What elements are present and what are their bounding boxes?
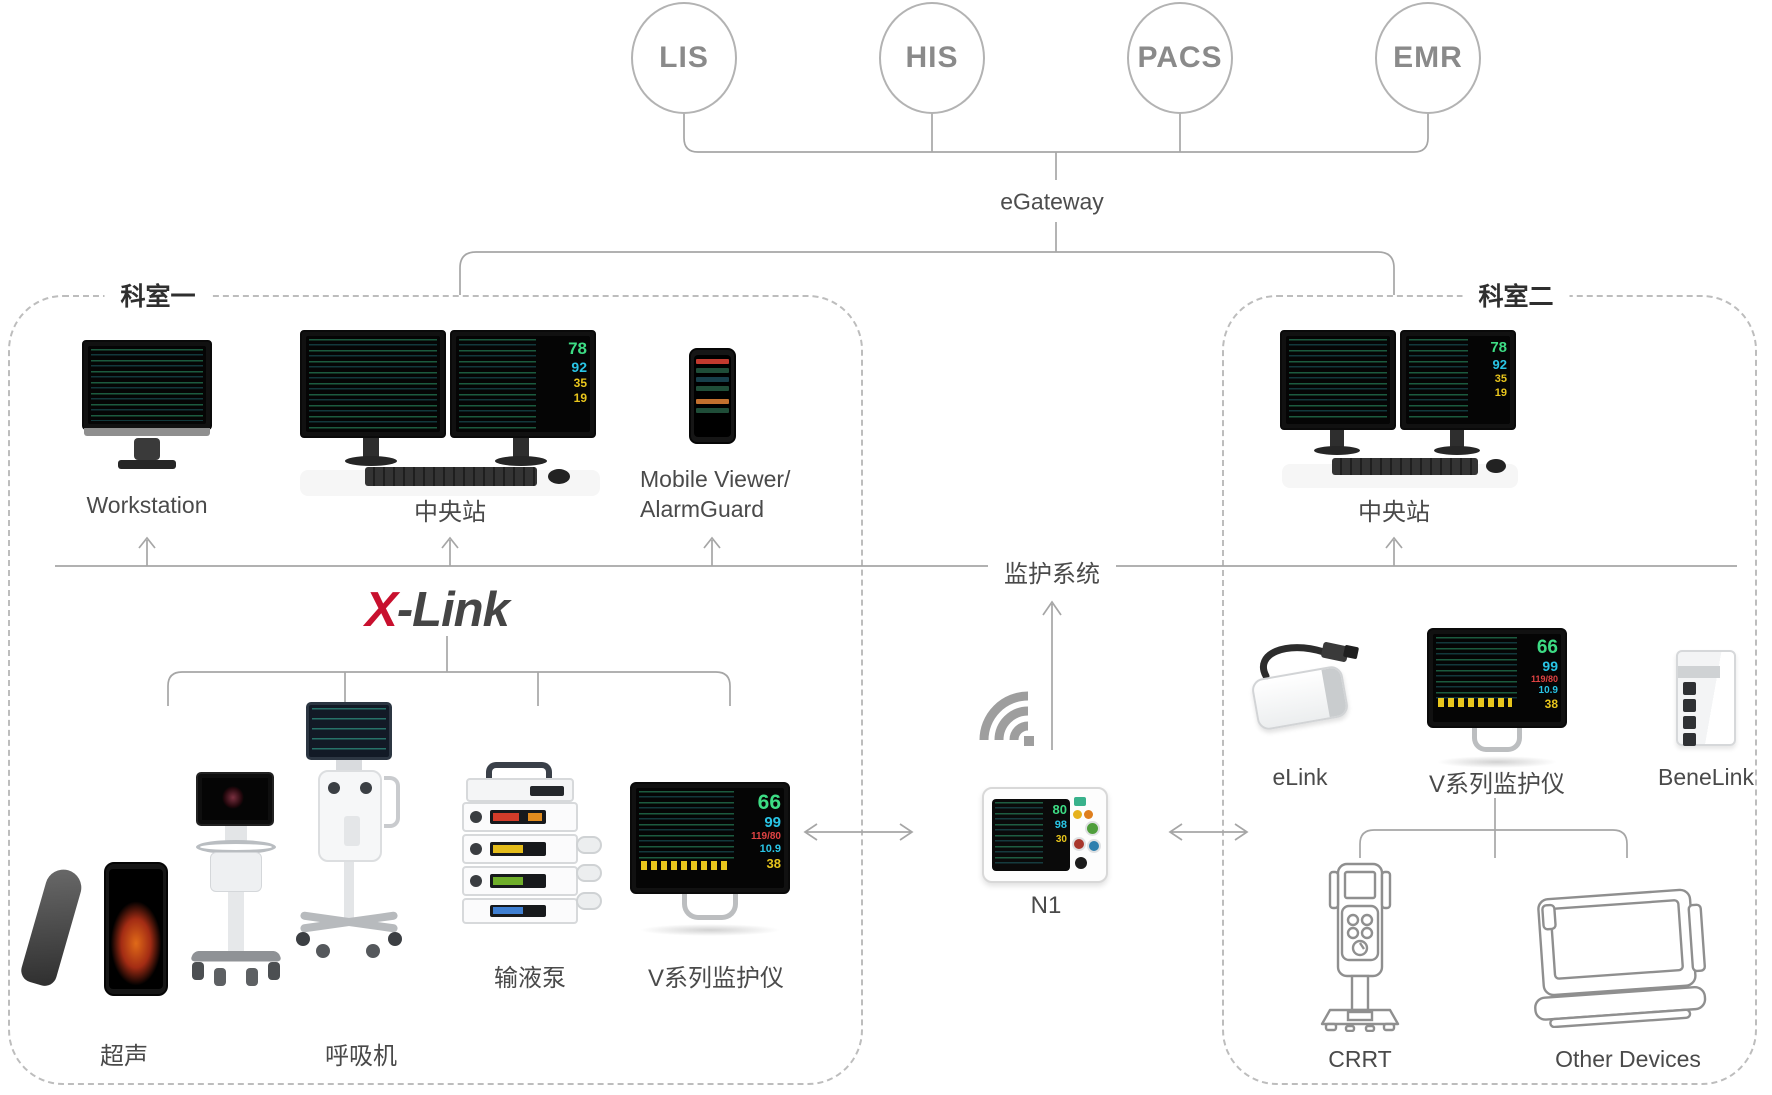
other-devices-image	[1534, 888, 1707, 1028]
vseries1-value-resp: 38	[766, 856, 781, 871]
vseries2-value-spo2: 99	[1542, 658, 1558, 674]
central2-screen-value-resp: 35	[1494, 373, 1507, 385]
pacs-label: PACS	[1137, 41, 1223, 74]
left-double-arrow	[803, 823, 914, 841]
vseries1-value-spo2: 99	[764, 814, 781, 831]
vseries1-value-nibp: 119/80	[750, 831, 781, 842]
vseries-1-label: V系列监护仪	[647, 965, 785, 992]
xlink-bracket	[167, 671, 731, 706]
his-label: HIS	[905, 41, 959, 74]
mobile-viewer-image	[689, 348, 736, 444]
department-bus-line	[459, 251, 1395, 295]
n1-up-arrow	[1042, 600, 1062, 750]
mobile-up-arrow	[703, 536, 721, 566]
xlink-logo-x: X	[365, 583, 398, 637]
workstation-label: Workstation	[86, 492, 208, 518]
n1-label: N1	[1030, 892, 1062, 919]
central1-up-arrow	[441, 536, 459, 566]
ventilator-label: 呼吸机	[325, 1043, 397, 1070]
xlink-logo-rest: -Link	[396, 583, 510, 637]
infusion-pump-label: 输液泵	[494, 965, 566, 992]
vseries2-value-hr: 66	[1536, 637, 1558, 658]
mobile-viewer-label-line2: AlarmGuard	[640, 496, 764, 522]
n1-value-spo2: 98	[1054, 819, 1067, 831]
emr-label: EMR	[1393, 41, 1463, 74]
pacs-node: PACS	[1127, 2, 1233, 114]
egateway-label: eGateway	[1000, 188, 1104, 215]
benelink-label: BeneLink	[1658, 764, 1754, 790]
emr-node: EMR	[1375, 2, 1481, 114]
workstation-screen	[82, 340, 212, 436]
vseries1-value-hr: 66	[757, 791, 781, 814]
central-station-1-label: 中央站	[414, 499, 486, 526]
mobile-viewer-label-line1: Mobile Viewer/	[640, 466, 791, 492]
wifi-icon	[979, 691, 1034, 746]
vseries2-value-co2: 10.9	[1538, 685, 1558, 696]
central2-up-arrow	[1385, 536, 1403, 566]
top-bus-line	[683, 112, 1429, 153]
lis-label: LIS	[659, 41, 709, 74]
central-station-2-label: 中央站	[1358, 499, 1430, 526]
workstation-up-arrow	[138, 536, 156, 566]
department-2-title: 科室二	[1462, 277, 1570, 313]
central2-screen-value-spo2: 92	[1492, 357, 1507, 372]
central2-screen-value-hr: 78	[1490, 339, 1507, 356]
central1-screen-value-hr: 78	[568, 339, 587, 358]
vseries2-value-resp: 38	[1544, 697, 1558, 711]
dept2-bracket	[1359, 829, 1628, 858]
central1-screen-value-resp: 35	[573, 376, 587, 390]
department-1-box	[8, 295, 863, 1085]
crrt-image	[1320, 862, 1400, 1032]
right-double-arrow	[1168, 823, 1249, 841]
department-1-title: 科室一	[104, 277, 212, 313]
vseries-2-label: V系列监护仪	[1428, 771, 1566, 798]
central1-screen-value-4: 19	[573, 391, 587, 405]
his-node: HIS	[879, 2, 985, 114]
central2-screen-value-4: 19	[1494, 387, 1507, 399]
central1-screen-value-spo2: 92	[571, 359, 587, 375]
n1-value-resp: 30	[1055, 834, 1067, 845]
n1-value-hr: 80	[1052, 802, 1067, 817]
ultrasound-label: 超声	[100, 1043, 148, 1070]
vseries2-value-nibp: 119/80	[1530, 674, 1558, 684]
vseries1-value-co2: 10.9	[759, 843, 781, 855]
lis-node: LIS	[631, 2, 737, 114]
other-devices-label: Other Devices	[1555, 1046, 1701, 1072]
elink-label: eLink	[1272, 764, 1328, 790]
xlink-logo: X-Link	[365, 582, 510, 638]
crrt-label: CRRT	[1328, 1046, 1392, 1072]
monitoring-system-label: 监护系统	[1004, 561, 1100, 588]
